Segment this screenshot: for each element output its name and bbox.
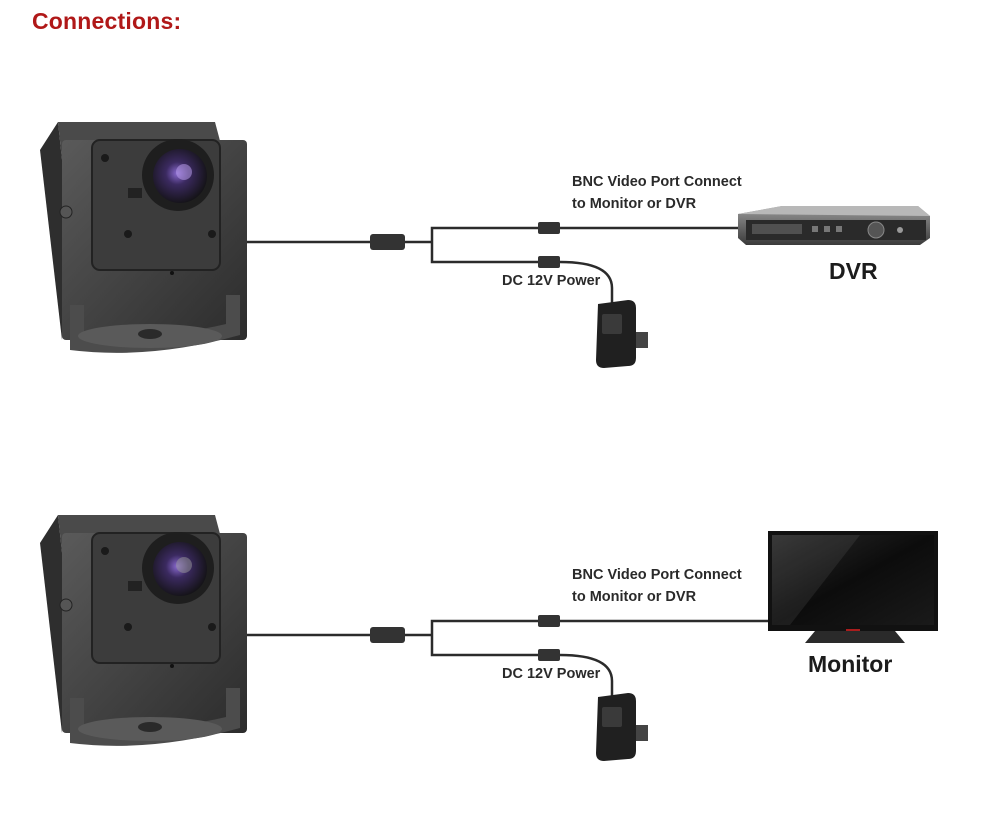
diagram-graphics	[40, 515, 938, 761]
cable	[247, 619, 772, 697]
connection-diagram-monitor: BNC Video Port Connect to Monitor or DVR…	[0, 503, 1000, 833]
device-label: DVR	[829, 258, 878, 284]
bnc-connector-icon	[538, 222, 560, 234]
dc-connector-icon	[538, 649, 560, 661]
power-label: DC 12V Power	[502, 666, 601, 682]
cable	[247, 226, 738, 304]
power-adapter-icon	[596, 300, 648, 368]
camera-icon	[40, 515, 247, 746]
power-adapter-icon	[596, 693, 648, 761]
bnc-connector-icon	[538, 615, 560, 627]
video-port-label-line1: BNC Video Port Connect	[572, 567, 742, 583]
dc-connector-icon	[538, 256, 560, 268]
device-label: Monitor	[808, 651, 893, 677]
camera-icon	[40, 122, 247, 353]
page-title: Connections:	[32, 8, 182, 34]
video-port-label: BNC Video Port Connect to Monitor or DVR	[572, 564, 742, 608]
cable-splitter	[370, 627, 405, 643]
video-port-label-line1: BNC Video Port Connect	[572, 174, 742, 190]
dvr-icon	[738, 206, 930, 245]
diagram-graphics	[40, 122, 930, 368]
video-port-label-line2: to Monitor or DVR	[572, 589, 697, 605]
connection-diagram-dvr: BNC Video Port Connect to Monitor or DVR…	[0, 110, 1000, 440]
cable-splitter	[370, 234, 405, 250]
power-label: DC 12V Power	[502, 273, 601, 289]
monitor-icon	[768, 531, 938, 643]
video-port-label-line2: to Monitor or DVR	[572, 196, 697, 212]
video-port-label: BNC Video Port Connect to Monitor or DVR	[572, 171, 742, 215]
